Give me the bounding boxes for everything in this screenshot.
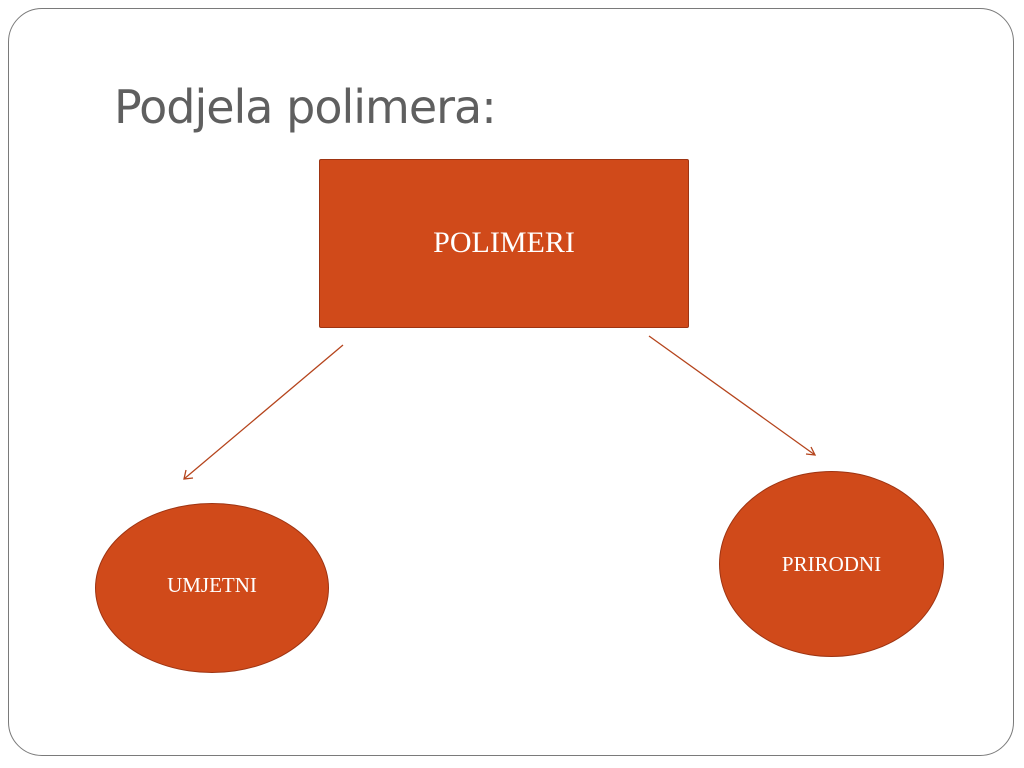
prirodni-label: PRIRODNI [781, 552, 882, 576]
slide-title: Podjela polimera: [114, 80, 497, 134]
polimeri-node: POLIMERI [319, 159, 689, 328]
prirodni-node: PRIRODNI [719, 471, 944, 657]
umjetni-label: UMJETNI [167, 572, 257, 597]
umjetni-node: UMJETNI [95, 503, 329, 673]
polimeri-label: POLIMERI [433, 226, 575, 259]
